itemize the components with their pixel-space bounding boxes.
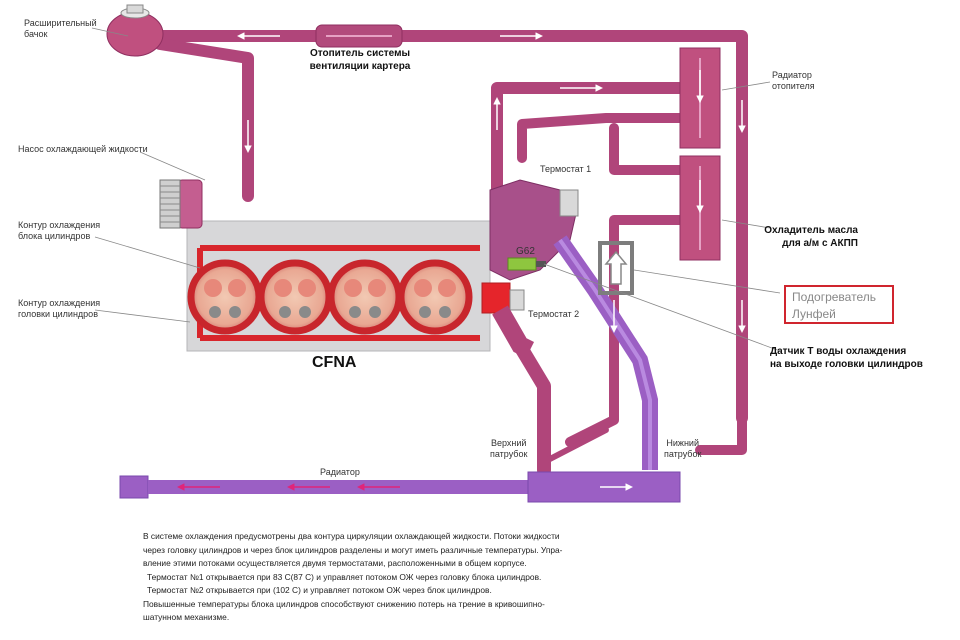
temp-sensor-label: Датчик Т воды охлаждения на выходе голов… [770, 346, 923, 370]
thermostat-housing [481, 179, 579, 359]
upper-hose-label: Верхний патрубок [490, 438, 528, 459]
description-line: Повышенные температуры блока цилиндров с… [143, 598, 545, 609]
description-block: В системе охлаждения предусмотрены два к… [143, 530, 623, 625]
cylinder-2 [257, 259, 333, 335]
radiator-pipe [119, 471, 681, 503]
pump-pulley [159, 179, 181, 229]
description-line: вление этими потоками осуществляется дву… [143, 558, 527, 568]
heater-radiator-label: Радиатор отопителя [772, 70, 815, 91]
g62-sensor [507, 257, 546, 271]
leader-lines [91, 27, 781, 352]
thermostat-2-label: Термостат 2 [528, 309, 580, 319]
engine-code-label: CFNA [312, 354, 357, 371]
thermostat-1-label: Термостат 1 [540, 164, 592, 174]
description-line: Термостат №2 открывается при (102 С) и у… [147, 585, 492, 595]
cylinder-3 [327, 259, 403, 335]
description-line: В системе охлаждения предусмотрены два к… [143, 531, 560, 541]
flow-arrows [237, 32, 746, 333]
lunfei-heater-label: Подогреватель Лунфей [784, 285, 894, 324]
coolant-pump-label: Насос охлаждающей жидкости [18, 144, 148, 154]
cylinder-contours [187, 245, 480, 341]
expansion-tank-label: Расширительный бачок [24, 18, 97, 39]
cold-pipe [553, 235, 658, 470]
g62-label: G62 [516, 246, 535, 257]
radiator-label: Радиатор [320, 467, 360, 477]
crankcase-heater [315, 24, 403, 48]
crankcase-heater-label: Отопитель системы вентиляции картера [309, 48, 411, 72]
lower-hose-label: Нижний патрубок [664, 438, 702, 459]
expansion-tank [106, 4, 164, 57]
oil-cooler-label: Охладитель масла для а/м с АКПП [764, 225, 858, 249]
cylinder-4 [397, 259, 473, 335]
cylinder-1 [187, 259, 263, 335]
description-line: через головку цилиндров и через блок цил… [143, 544, 563, 555]
description-line: шатунном механизме. [143, 612, 230, 622]
lunfei-position-marker [598, 241, 634, 295]
head-circuit-label: Контур охлаждения головки цилиндров [18, 298, 101, 319]
description-line: Термостат №1 открывается при 83 С(87 С) … [147, 571, 542, 582]
block-circuit-label: Контур охлаждения блока цилиндров [18, 220, 101, 241]
